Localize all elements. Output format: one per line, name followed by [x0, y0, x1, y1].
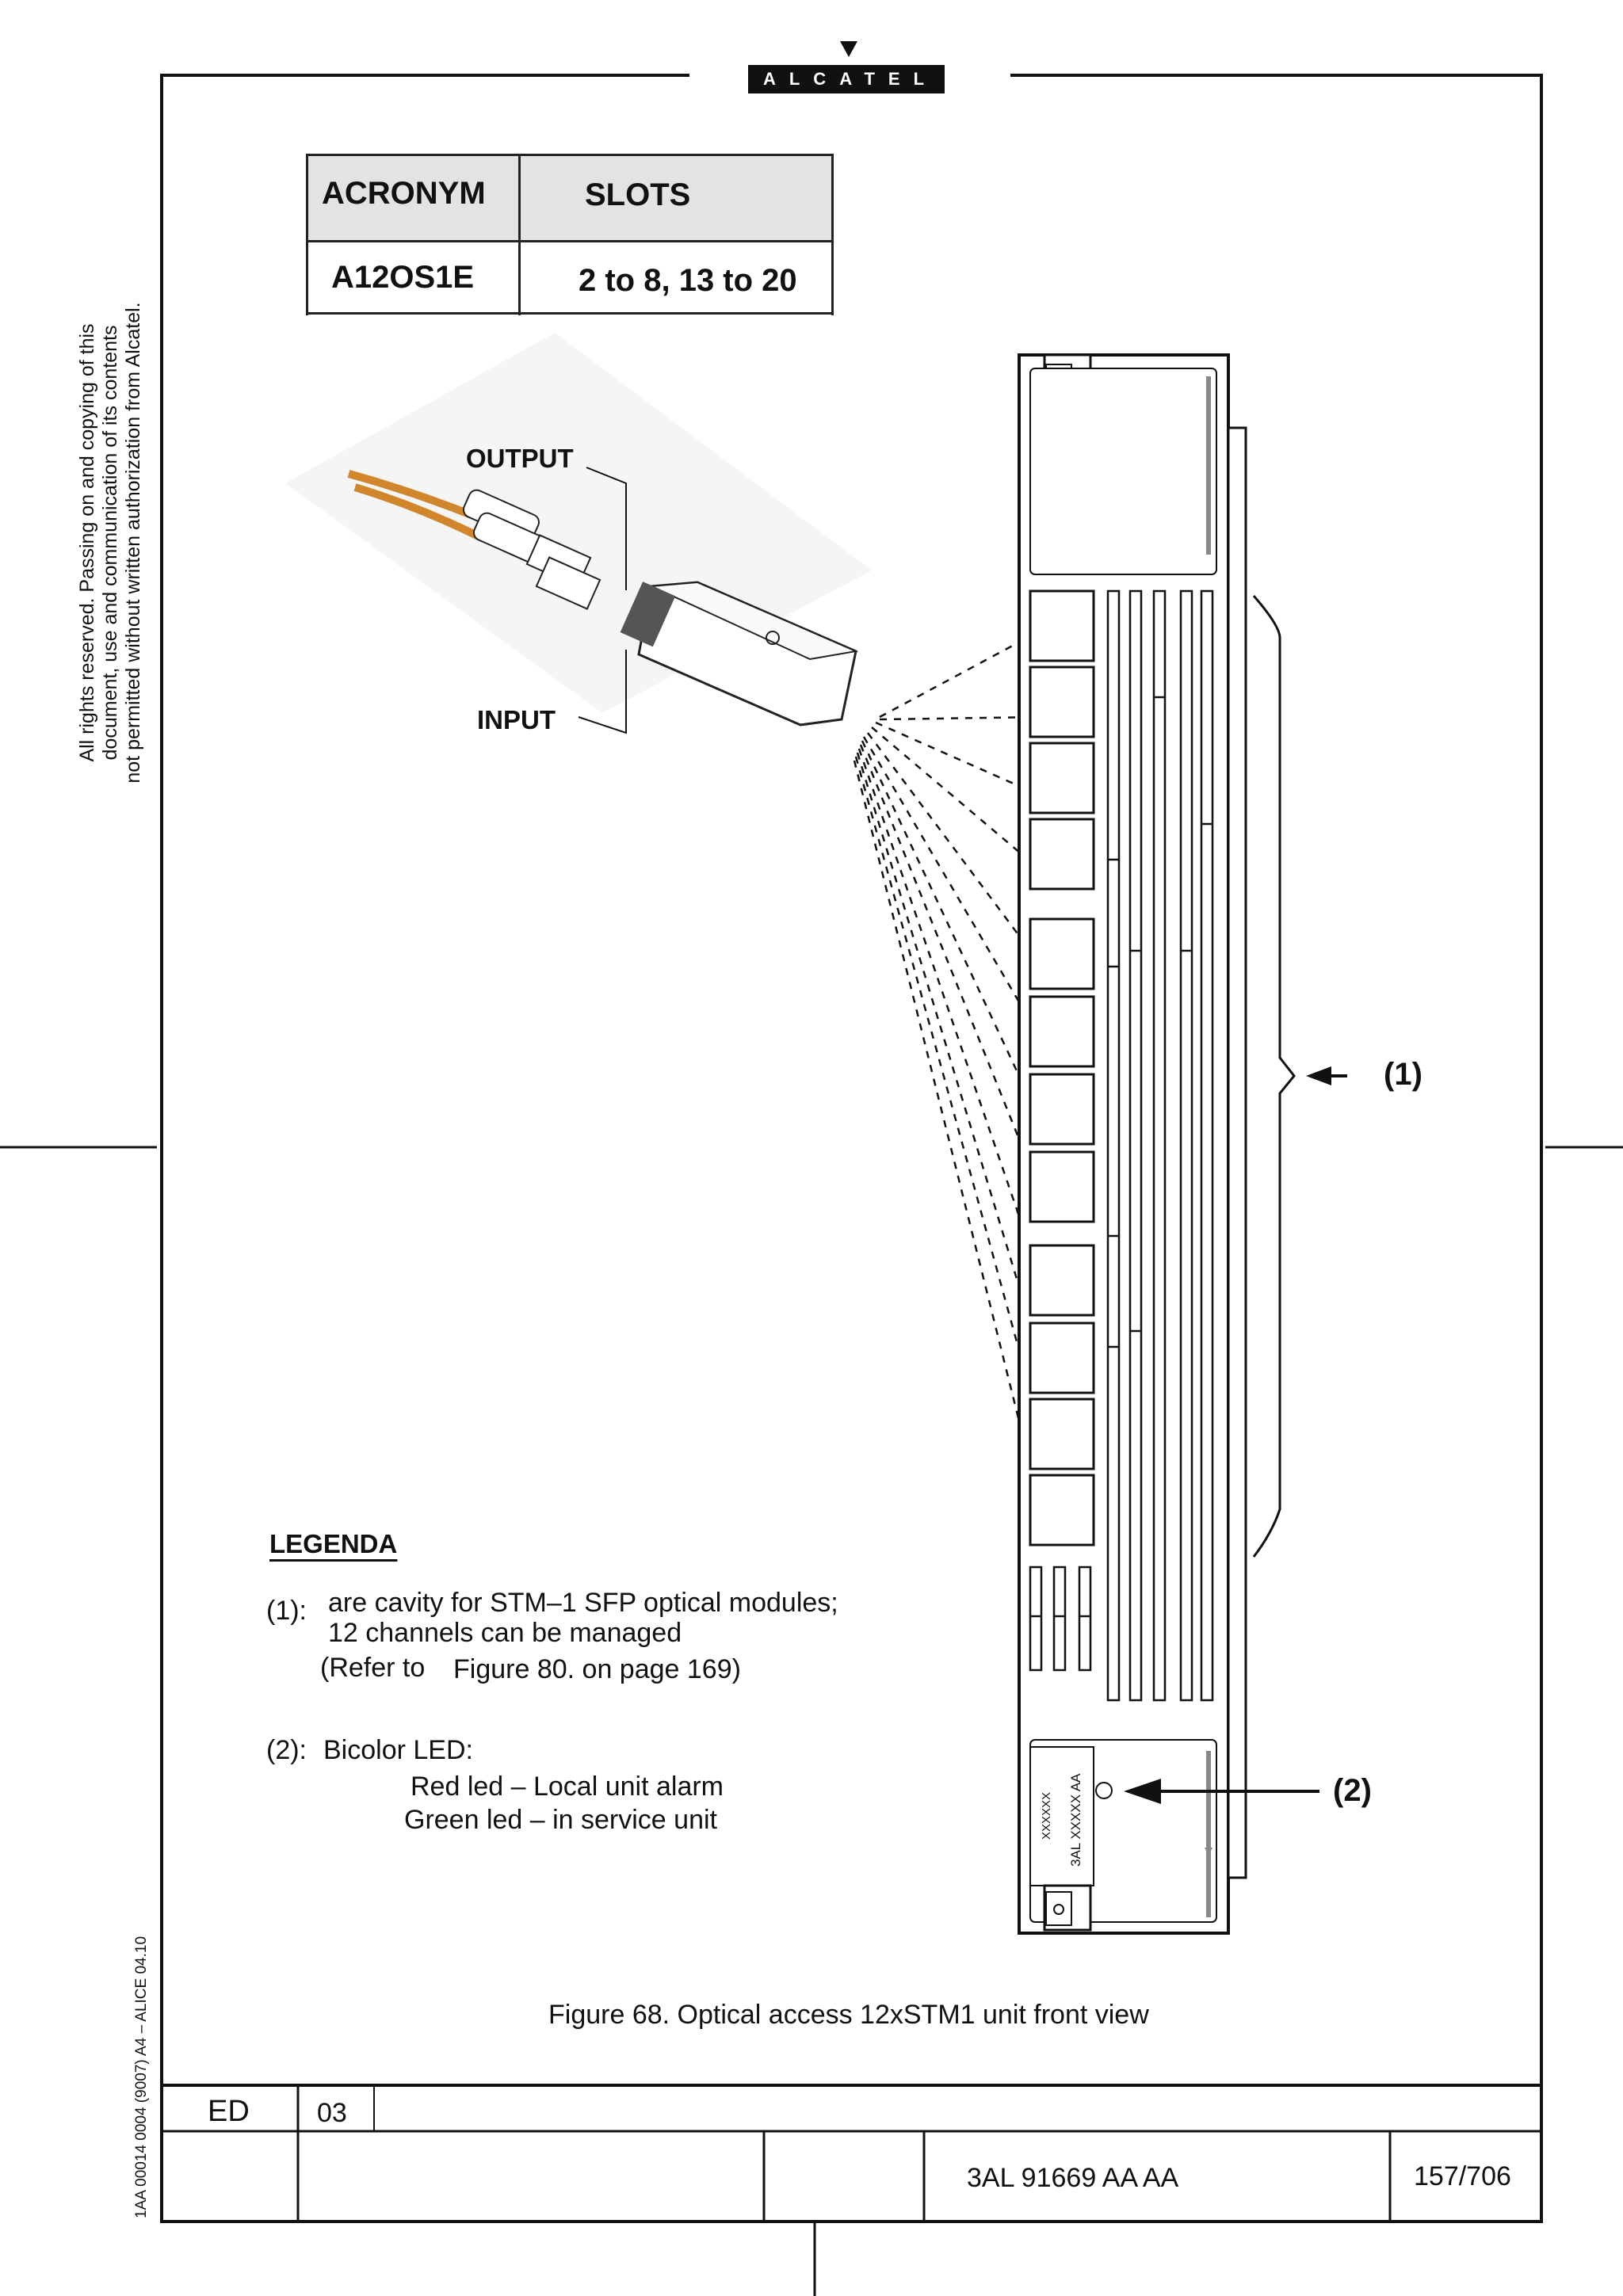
output-label: OUTPUT: [466, 444, 574, 473]
unit-code-label: 3AL XXXXX AA: [1068, 1773, 1083, 1867]
header-slots: SLOTS: [585, 177, 691, 212]
edition-value: 03: [317, 2098, 347, 2128]
alcatel-logo: ALCATEL: [748, 65, 945, 93]
legend-item1-key: (1):: [266, 1596, 307, 1626]
legend-item1-ref: Figure 80. on page 169): [453, 1654, 741, 1684]
cell-acronym: A12OS1E: [331, 260, 475, 295]
header-acronym: ACRONYM: [322, 176, 486, 211]
legend-title: LEGENDA: [269, 1529, 398, 1558]
cell-slots: 2 to 8, 13 to 20: [579, 263, 797, 298]
legend-item2-line2: Green led – in service unit: [404, 1805, 717, 1835]
unit-serial-label: XXXXXX: [1040, 1791, 1053, 1840]
form-code: 1AA 00014 0004 (9007) A4 – ALICE 04.10: [133, 1936, 150, 2218]
acronym-table-divider: [518, 154, 521, 315]
legend-item1-line1: are cavity for STM–1 SFP optical modules…: [328, 1588, 838, 1618]
acronym-table-right-border: [831, 241, 834, 315]
edition-label: ED: [208, 2095, 250, 2128]
acronym-table-left-border: [306, 241, 308, 315]
acronym-table-bottom-border: [306, 312, 834, 315]
copyright-line-2: document, use and communication of its c…: [99, 325, 121, 761]
callout-1: (1): [1384, 1057, 1423, 1092]
callout-arrows: [1124, 1066, 1347, 1804]
alcatel-logo-mark: [840, 41, 857, 57]
title-block-lines: [162, 2084, 1541, 2222]
board-front-view: [1018, 353, 1247, 1935]
callout-2: (2): [1333, 1773, 1372, 1808]
sfp-module-illustration: [285, 333, 872, 734]
figure-caption: Figure 68. Optical access 12xSTM1 unit f…: [548, 2000, 1149, 2030]
copyright-note: All rights reserved. Passing on and copy…: [76, 257, 145, 828]
input-label: INPUT: [477, 705, 556, 734]
legend-item1-ref-prefix: (Refer to: [320, 1653, 426, 1683]
copyright-line-1: All rights reserved. Passing on and copy…: [76, 323, 98, 762]
copyright-line-3: not permitted without written authorizat…: [122, 302, 144, 784]
port-leader-lines: [853, 628, 1056, 1514]
legend-item2-key: (2):: [266, 1735, 307, 1765]
document-number: 3AL 91669 AA AA: [967, 2163, 1179, 2193]
page-number: 157/706: [1414, 2161, 1511, 2191]
acronym-table-header-bg: [306, 154, 834, 242]
legend-item1-line2: 12 channels can be managed: [328, 1618, 682, 1648]
legend-item2-title: Bicolor LED:: [323, 1735, 473, 1765]
legend-item2-line1: Red led – Local unit alarm: [411, 1772, 724, 1802]
acronym-table: ACRONYM SLOTS A12OS1E 2 to 8, 13 to 20: [306, 154, 834, 315]
callout-brace: [1252, 595, 1296, 1558]
